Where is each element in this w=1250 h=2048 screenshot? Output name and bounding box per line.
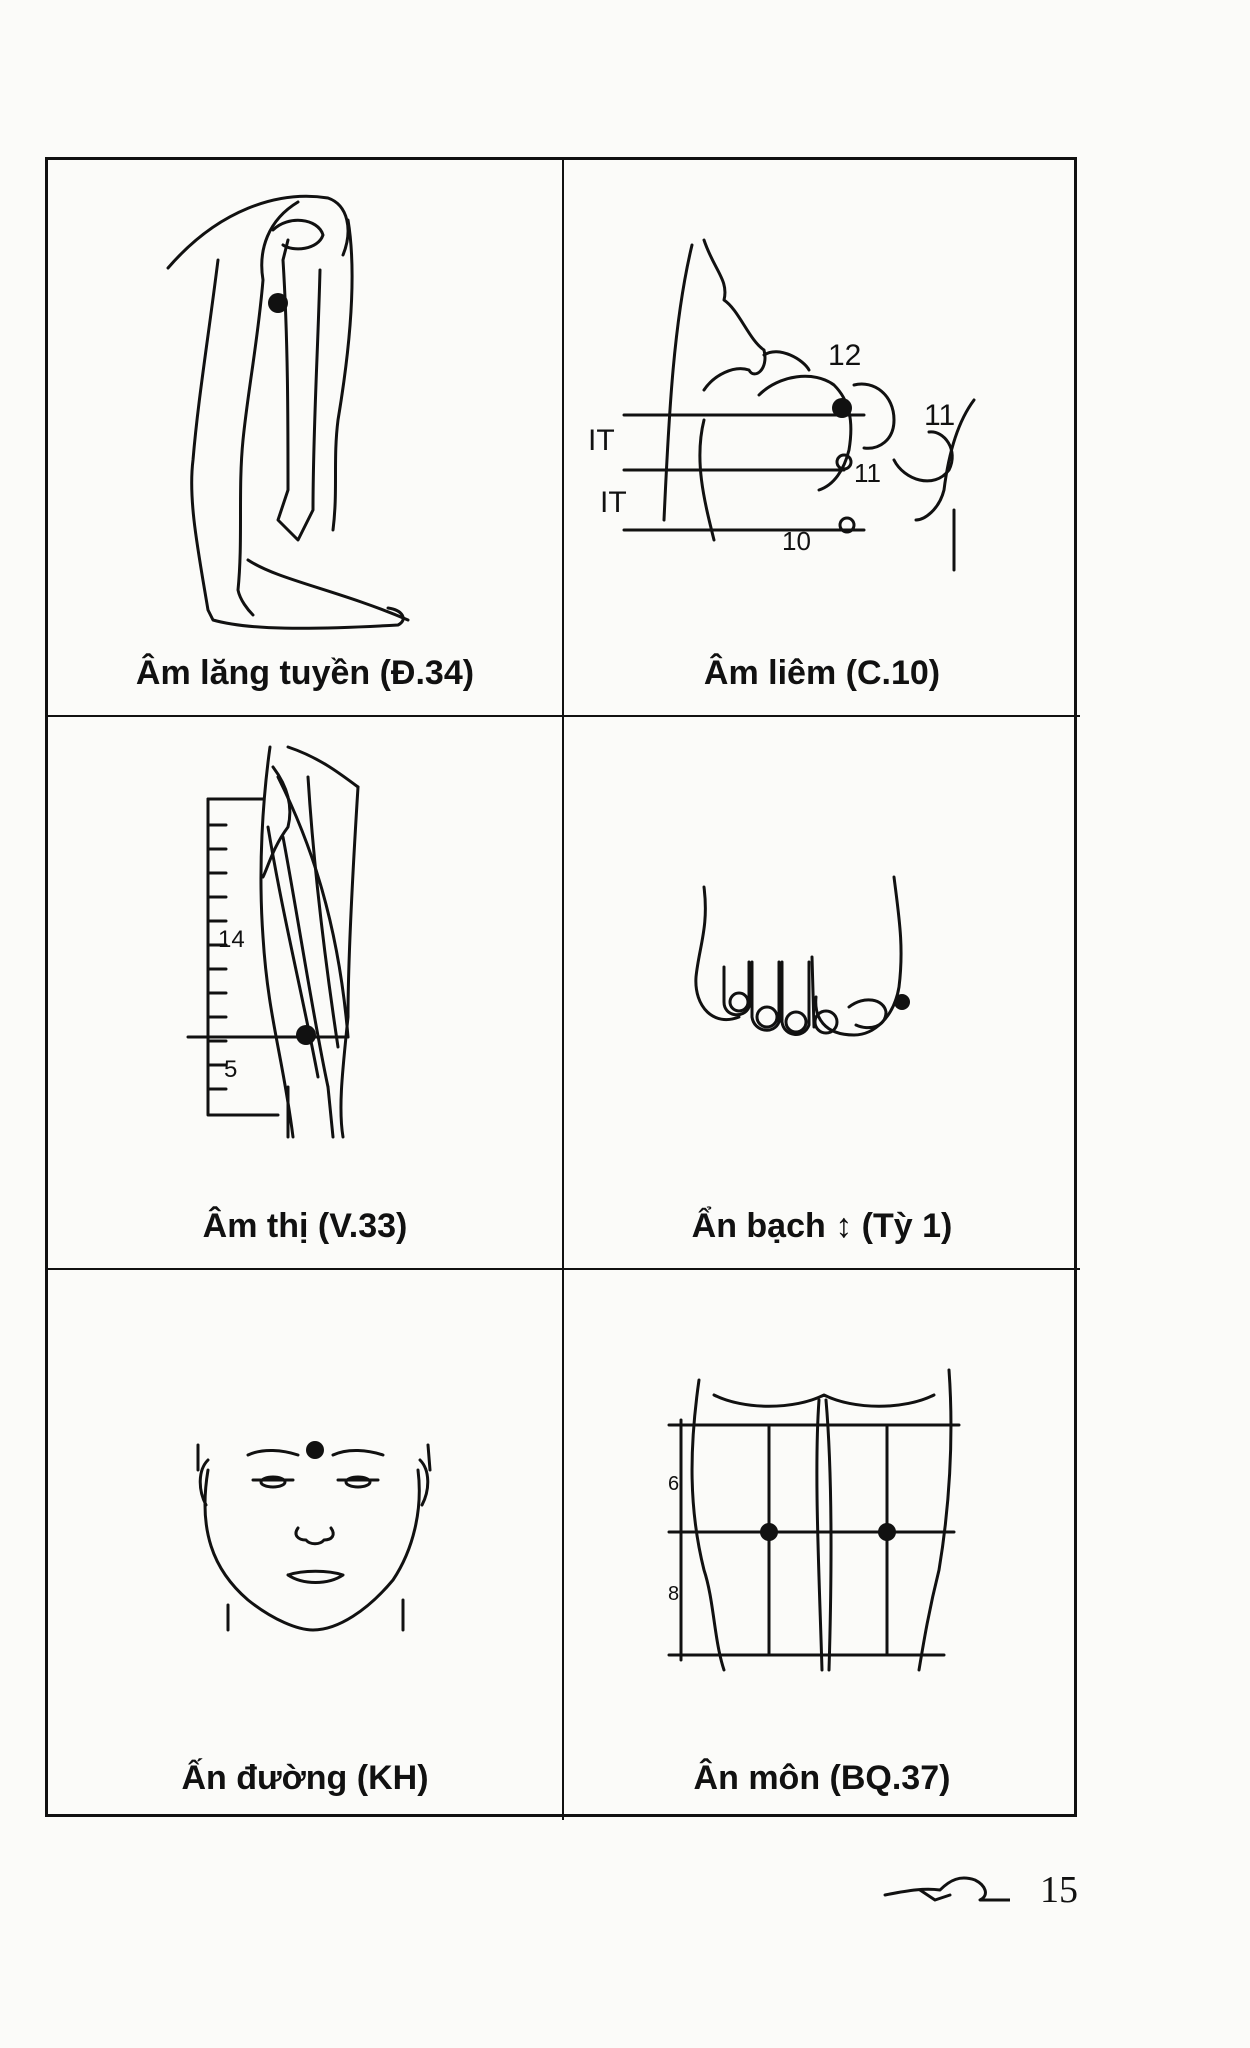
label-12: 12	[828, 339, 861, 372]
figure-am-thi: 14 5 Âm thị (V.33)	[48, 717, 564, 1270]
thighs-illustration: 6 8	[667, 1368, 961, 1672]
figure-grid: Âm lăng tuyền (Đ.34) 12 11 IT IT 11 10	[45, 157, 1080, 1820]
acupoint-dot	[296, 1025, 316, 1045]
figure-am-lang-tuyen: Âm lăng tuyền (Đ.34)	[48, 160, 564, 717]
page-number: 15	[1040, 1869, 1078, 1911]
footer-ornament-icon	[883, 1876, 1010, 1902]
figure-an-bach: Ẩn bạch ↕ (Tỳ 1)	[564, 717, 1080, 1270]
face-illustration	[196, 1441, 432, 1632]
label-it-lower: IT	[600, 486, 627, 519]
caption: Âm lăng tuyền (Đ.34)	[135, 654, 475, 692]
acupoint-dot	[832, 398, 852, 418]
label-8: 8	[668, 1583, 679, 1605]
caption: Âm thị (V.33)	[202, 1207, 408, 1245]
acupoint-dot	[306, 1441, 324, 1459]
label-10: 10	[782, 526, 811, 556]
caption: Ấn đường (KH)	[181, 1759, 429, 1797]
neck-illustration: 12 11 IT IT 11 10	[588, 238, 976, 572]
caption: Ân môn (BQ.37)	[693, 1759, 951, 1797]
caption: Âm liêm (C.10)	[703, 654, 941, 692]
figure-an-duong: Ấn đường (KH)	[48, 1270, 564, 1820]
label-5: 5	[224, 1056, 237, 1083]
label-11: 11	[924, 399, 955, 432]
leg-illustration	[166, 194, 410, 630]
thigh-illustration: 14 5	[186, 745, 360, 1139]
acupoint-dot-left	[760, 1523, 778, 1541]
acupoint-dot	[894, 994, 910, 1010]
label-6: 6	[668, 1473, 679, 1495]
label-it-upper: IT	[588, 424, 615, 457]
label-14: 14	[218, 926, 245, 953]
acupoint-dot	[268, 293, 288, 313]
figure-am-liem: 12 11 IT IT 11 10 Âm liêm (C.10)	[564, 160, 1080, 717]
figure-an-mon: 6 8 Ân môn (BQ.37)	[564, 1270, 1080, 1820]
caption: Ẩn bạch ↕ (Tỳ 1)	[691, 1207, 953, 1245]
acupoint-dot-right	[878, 1523, 896, 1541]
label-11b: 11	[854, 458, 881, 488]
foot-illustration	[694, 875, 910, 1037]
